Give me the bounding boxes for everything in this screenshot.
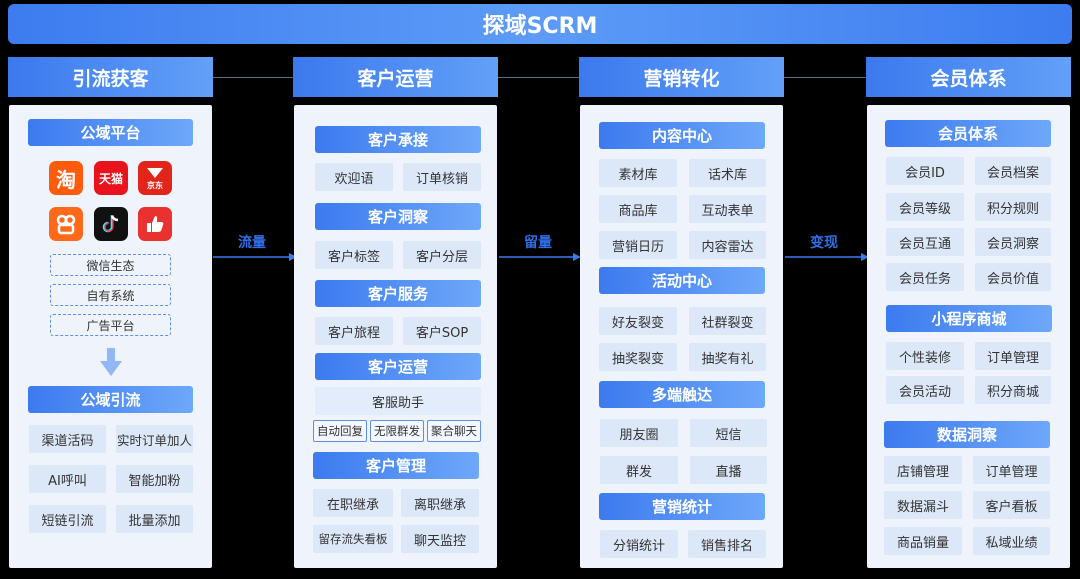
item-member-insight: 会员洞察 xyxy=(975,228,1051,256)
flow-label-retention: 留量 xyxy=(524,235,552,251)
source-wechat: 微信生态 xyxy=(50,254,171,276)
item-sms: 短信 xyxy=(690,419,767,447)
item-group-fission: 社群裂变 xyxy=(689,307,766,335)
item-product-lib: 商品库 xyxy=(599,195,677,223)
item-customer-sop: 客户SOP xyxy=(403,317,481,345)
column-header-operation: 客户运营 xyxy=(293,57,498,97)
item-member-level: 会员等级 xyxy=(886,193,964,221)
section-marketing-stats: 营销统计 xyxy=(599,493,765,520)
section-customer-service: 客户服务 xyxy=(315,280,481,307)
item-sales-ranking: 销售排名 xyxy=(688,530,766,558)
section-customer-mgmt: 客户管理 xyxy=(313,452,479,479)
item-marketing-calendar: 营销日历 xyxy=(599,231,677,259)
section-public-domain: 公域平台 xyxy=(28,119,193,146)
item-ai-call: AI呼叫 xyxy=(29,465,106,493)
item-customer-tier: 客户分层 xyxy=(403,241,481,269)
item-realtime-order: 实时订单加人 xyxy=(116,425,193,453)
item-member-task: 会员任务 xyxy=(886,263,964,291)
item-member-id: 会员ID xyxy=(886,157,964,185)
item-channel-code: 渠道活码 xyxy=(29,425,106,453)
item-product-sales: 商品销量 xyxy=(884,527,962,555)
taobao-icon: 淘 xyxy=(49,161,83,195)
douyin-icon xyxy=(94,207,128,241)
item-leave-inherit: 离职继承 xyxy=(401,489,479,517)
item-welcome: 欢迎语 xyxy=(315,163,393,191)
section-multi-reach: 多端触达 xyxy=(599,381,765,408)
jd-icon: 京东 xyxy=(138,161,172,195)
item-friend-fission: 好友裂变 xyxy=(599,307,677,335)
header-connector xyxy=(784,77,866,78)
section-public-traffic: 公域引流 xyxy=(28,386,193,413)
thumbs-up-icon xyxy=(138,207,172,241)
section-member-system: 会员体系 xyxy=(885,120,1051,147)
item-private-performance: 私域业绩 xyxy=(973,527,1050,555)
header-connector xyxy=(498,77,579,78)
item-points-mall: 积分商城 xyxy=(975,376,1051,404)
section-customer-ops: 客户运营 xyxy=(315,353,481,380)
item-unlimited-broadcast: 无限群发 xyxy=(370,420,424,442)
item-customer-tags: 客户标签 xyxy=(315,241,393,269)
item-retention-board: 留存流失看板 xyxy=(313,525,393,553)
column-header-membership: 会员体系 xyxy=(866,57,1071,97)
item-service-assistant: 客服助手 xyxy=(315,387,481,415)
item-custom-decor: 个性装修 xyxy=(886,342,964,370)
item-script-lib: 话术库 xyxy=(689,159,766,187)
item-aggregated-chat: 聚合聊天 xyxy=(427,420,481,442)
item-chat-monitor: 聊天监控 xyxy=(401,525,479,553)
flow-label-traffic: 流量 xyxy=(238,235,266,251)
arrow-down-icon xyxy=(100,348,122,376)
item-customer-board: 客户看板 xyxy=(973,491,1050,519)
item-member-activity: 会员活动 xyxy=(886,376,964,404)
item-order-verify: 订单核销 xyxy=(403,163,481,191)
item-member-interop: 会员互通 xyxy=(886,228,964,256)
item-distribution-stats: 分销统计 xyxy=(600,530,678,558)
item-broadcast: 群发 xyxy=(600,456,678,484)
item-onjob-inherit: 在职继承 xyxy=(313,489,393,517)
section-customer-insight: 客户洞察 xyxy=(315,203,481,230)
item-store-mgmt: 店铺管理 xyxy=(884,456,962,484)
item-points-rule: 积分规则 xyxy=(975,193,1051,221)
item-content-radar: 内容雷达 xyxy=(689,231,766,259)
source-ad-platform: 广告平台 xyxy=(50,314,171,336)
section-customer-intake: 客户承接 xyxy=(315,126,481,153)
flow-arrow xyxy=(213,253,297,261)
item-order-mgmt: 订单管理 xyxy=(975,342,1051,370)
item-batch-add: 批量添加 xyxy=(116,505,193,533)
column-header-conversion: 营销转化 xyxy=(579,57,784,97)
item-data-funnel: 数据漏斗 xyxy=(884,491,962,519)
flow-arrow xyxy=(785,253,869,261)
item-short-link: 短链引流 xyxy=(29,505,106,533)
column-header-acquisition: 引流获客 xyxy=(8,57,213,97)
item-member-profile: 会员档案 xyxy=(975,157,1051,185)
kuaishou-icon xyxy=(49,207,83,241)
item-live: 直播 xyxy=(690,456,767,484)
section-mini-mall: 小程序商城 xyxy=(886,305,1052,332)
item-material-lib: 素材库 xyxy=(599,159,677,187)
item-moments: 朋友圈 xyxy=(600,419,678,447)
section-data-insight: 数据洞察 xyxy=(884,421,1050,448)
item-order-mgmt-2: 订单管理 xyxy=(973,456,1050,484)
section-activity-center: 活动中心 xyxy=(599,267,765,294)
section-content-center: 内容中心 xyxy=(599,122,765,149)
flow-label-monetize: 变现 xyxy=(810,235,838,251)
item-interactive-form: 互动表单 xyxy=(689,195,766,223)
item-member-value: 会员价值 xyxy=(975,263,1051,291)
source-own-system: 自有系统 xyxy=(50,284,171,306)
flow-arrow xyxy=(499,253,581,261)
item-lottery-gift: 抽奖有礼 xyxy=(689,343,766,371)
item-auto-reply: 自动回复 xyxy=(313,420,367,442)
header-connector xyxy=(213,77,293,78)
tmall-icon: 天猫 xyxy=(94,161,128,195)
app-title: 探域SCRM xyxy=(8,4,1072,44)
item-smart-follow: 智能加粉 xyxy=(116,465,193,493)
item-lottery-fission: 抽奖裂变 xyxy=(599,343,677,371)
item-customer-journey: 客户旅程 xyxy=(315,317,393,345)
